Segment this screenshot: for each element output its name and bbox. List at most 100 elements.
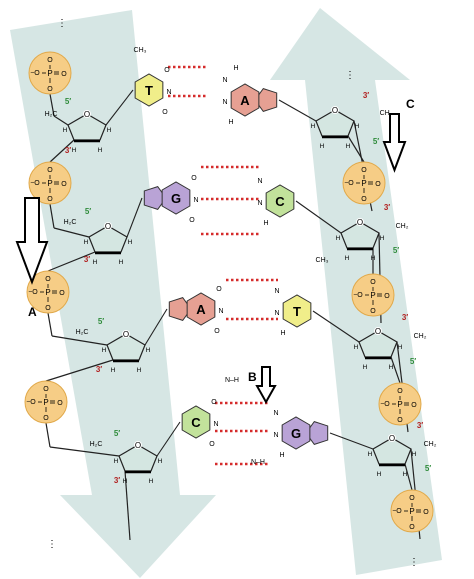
atom-p: P: [45, 288, 50, 297]
atom-o: O: [84, 110, 90, 119]
atom-o: O: [214, 328, 220, 335]
atom-h2c: H₂C: [64, 219, 77, 226]
phosphate-circle: [351, 273, 395, 317]
atom-h2c: H₂C: [45, 111, 58, 118]
atom-h: H: [111, 367, 116, 374]
base-letter-a: A: [240, 93, 250, 108]
atom-h: H: [149, 478, 154, 485]
phosphate-circle: [28, 51, 72, 95]
atom-h: H: [403, 471, 408, 478]
atom-o: O: [423, 509, 429, 516]
atom-n: N: [222, 99, 227, 106]
atom-h: H: [263, 220, 268, 227]
ring-oxygen-bg: [83, 110, 91, 118]
base-hexagon: [282, 294, 312, 328]
atom-p: P: [397, 400, 402, 409]
atom-o-minus: −O: [344, 180, 354, 187]
purine-pentagon: [168, 296, 192, 322]
atom-n: N: [274, 310, 279, 317]
atom-h: H: [123, 478, 128, 485]
chain-dots: ⋮: [345, 70, 355, 81]
atom-p: P: [47, 179, 52, 188]
base-g: G: [281, 416, 329, 450]
atom-o: O: [47, 196, 53, 203]
atom-o: O: [332, 106, 338, 115]
bond-line: [49, 93, 55, 117]
atom-n: N: [218, 308, 223, 315]
atom-ch2: CH₂: [380, 110, 393, 117]
bond-line: [49, 203, 55, 229]
base-letter-g: G: [291, 426, 301, 441]
base-letter-t: T: [293, 304, 301, 319]
atom-o: O: [43, 386, 49, 393]
ring-oxygen-bg: [331, 106, 339, 114]
atom-o: O: [375, 181, 381, 188]
label-c: C: [406, 97, 415, 111]
atom-n: N: [193, 197, 198, 204]
atom-o: O: [43, 415, 49, 422]
atom-nh: N–H: [225, 377, 239, 384]
phosphate-circle: [390, 489, 434, 533]
ring-oxygen-bg: [122, 330, 130, 338]
purine-pentagon: [254, 87, 278, 113]
atom-o-minus: −O: [28, 289, 38, 296]
purine-pentagon: [143, 185, 167, 211]
atom-h: H: [355, 123, 360, 130]
atom-h: H: [93, 259, 98, 266]
atom-n: N: [257, 178, 262, 185]
base-hexagon: [161, 181, 191, 215]
atom-h: H: [389, 364, 394, 371]
chain-dots: ⋮: [47, 539, 57, 550]
base-c: C: [265, 184, 295, 218]
glycosidic-bond: [105, 89, 134, 126]
atom-h: H: [380, 235, 385, 242]
arrow-down-b-icon: [255, 366, 277, 405]
glycosidic-bond: [144, 308, 168, 346]
atom-h: H: [107, 127, 112, 134]
prime-5: 5′: [65, 97, 71, 106]
prime-3: 3′: [84, 255, 90, 264]
glycosidic-bond: [126, 197, 143, 238]
atom-h: H: [412, 451, 417, 458]
chain-dots: ⋮: [57, 18, 67, 29]
atom-h: H: [336, 235, 341, 242]
bond-line: [49, 446, 120, 457]
atom-ch2: CH₂: [396, 223, 409, 230]
base-t: T: [134, 73, 164, 107]
atom-o: O: [389, 434, 395, 443]
atom-o: O: [361, 196, 367, 203]
base-letter-c: C: [275, 194, 285, 209]
prime-3: 3′: [65, 146, 71, 155]
atom-o: O: [209, 441, 215, 448]
base-a: A: [168, 292, 216, 326]
atom-o: O: [216, 286, 222, 293]
atom-o: O: [45, 276, 51, 283]
atom-o: O: [384, 293, 390, 300]
atom-o-minus: −O: [353, 292, 363, 299]
atom-o: O: [47, 86, 53, 93]
atom-o-minus: −O: [26, 399, 36, 406]
base-hexagon: [265, 184, 295, 218]
atom-n: N: [273, 432, 278, 439]
atom-o: O: [45, 305, 51, 312]
atom-o: O: [123, 330, 129, 339]
chain-dots: ⋮: [409, 557, 419, 568]
atom-n: N: [213, 421, 218, 428]
atom-o: O: [57, 400, 63, 407]
atom-o-minus: −O: [30, 70, 40, 77]
atom-h: H: [63, 127, 68, 134]
phosphate-circle: [26, 270, 70, 314]
ring-oxygen-bg: [134, 441, 142, 449]
bond-line: [53, 115, 69, 126]
atom-p: P: [43, 398, 48, 407]
